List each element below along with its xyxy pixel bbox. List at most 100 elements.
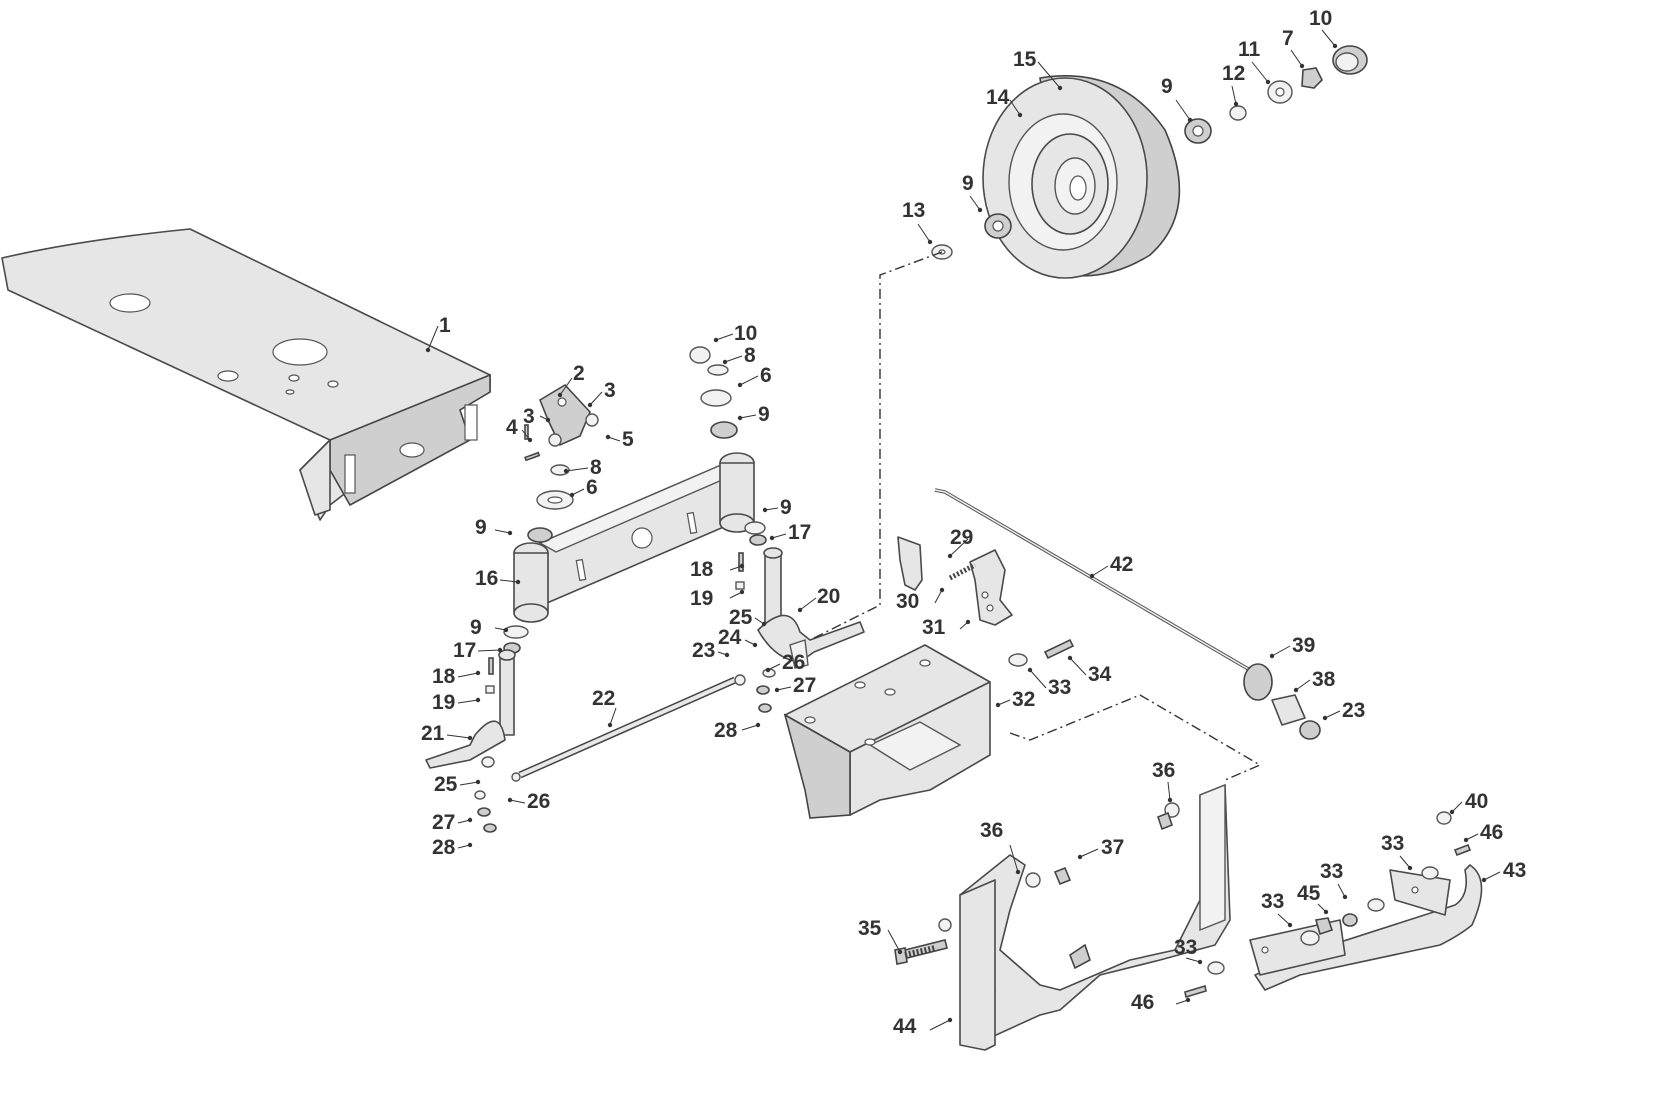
leader-line — [767, 663, 781, 671]
callout-22: 22 — [592, 687, 615, 710]
callout-33: 33 — [1320, 860, 1343, 883]
leader-dot — [739, 563, 745, 569]
leader-dot — [467, 735, 473, 741]
callout-33: 33 — [1381, 832, 1404, 855]
leader-line — [1069, 657, 1087, 676]
callout-25: 25 — [729, 606, 753, 629]
leader-dot — [965, 619, 971, 625]
mounting-plate-part — [783, 638, 1075, 819]
leader-dot — [1089, 573, 1095, 579]
leader-dot — [1017, 112, 1023, 118]
wheel-hardware — [931, 45, 1368, 260]
callout-32: 32 — [1012, 688, 1035, 711]
callout-35: 35 — [858, 917, 882, 940]
leader-dot — [977, 207, 983, 213]
callout-21: 21 — [421, 722, 445, 745]
leader-line — [1271, 645, 1291, 657]
callout-18: 18 — [690, 558, 714, 581]
callout-31: 31 — [922, 616, 946, 639]
leader-dot — [507, 797, 513, 803]
leader-dot — [1463, 837, 1469, 843]
callout-9: 9 — [470, 616, 482, 639]
callout-15: 15 — [1013, 48, 1037, 71]
leader-dot — [1015, 869, 1021, 875]
leader-line — [1029, 669, 1047, 689]
callout-40: 40 — [1465, 790, 1488, 813]
callout-8: 8 — [590, 456, 602, 479]
leader-dot — [425, 347, 431, 353]
callout-7: 7 — [1282, 27, 1294, 50]
leader-dot — [897, 949, 903, 955]
callout-17: 17 — [453, 639, 476, 662]
leader-line — [427, 325, 439, 351]
leader-dot — [755, 722, 761, 728]
leader-line — [799, 597, 817, 611]
leader-dot — [724, 652, 730, 658]
leader-dot — [1185, 997, 1191, 1003]
leader-dot — [605, 434, 611, 440]
callout-28: 28 — [714, 719, 738, 742]
leader-dot — [939, 587, 945, 593]
leader-line — [1277, 913, 1291, 926]
leader-dot — [995, 702, 1001, 708]
callout-9: 9 — [475, 516, 487, 539]
leader-dot — [1287, 922, 1293, 928]
callout-9: 9 — [1161, 75, 1173, 98]
leader-line — [1465, 833, 1479, 841]
leader-dot — [1481, 877, 1487, 883]
callout-38: 38 — [1312, 668, 1336, 691]
leader-line — [1037, 61, 1061, 89]
callout-46: 46 — [1131, 991, 1154, 1014]
callout-44: 44 — [893, 1015, 917, 1038]
callout-34: 34 — [1088, 663, 1112, 686]
leader-line — [887, 929, 901, 953]
leader-dot — [1057, 85, 1063, 91]
assembly-lines — [809, 251, 1262, 781]
leader-dot — [765, 667, 771, 673]
leader-dot — [713, 337, 719, 343]
left-spindle-part — [425, 649, 516, 769]
leader-dot — [797, 607, 803, 613]
callout-28: 28 — [432, 836, 456, 859]
callout-12: 12 — [1222, 62, 1245, 85]
leader-dot — [1197, 959, 1203, 965]
callout-10: 10 — [1309, 7, 1332, 30]
leader-dot — [1293, 687, 1299, 693]
leader-line — [1290, 49, 1303, 67]
leader-line — [1185, 957, 1201, 963]
leader-dot — [947, 553, 953, 559]
callout-9: 9 — [962, 172, 974, 195]
callout-36: 36 — [1152, 759, 1175, 782]
callout-9: 9 — [758, 403, 770, 426]
callout-33: 33 — [1048, 676, 1071, 699]
callout-10: 10 — [734, 322, 757, 345]
callout-24: 24 — [718, 626, 742, 649]
leader-dot — [737, 415, 743, 421]
callout-26: 26 — [527, 790, 550, 813]
callout-19: 19 — [432, 691, 455, 714]
leader-dot — [515, 579, 521, 585]
callout-19: 19 — [690, 587, 713, 610]
leader-dot — [752, 642, 758, 648]
leader-line — [1091, 565, 1109, 577]
callout-27: 27 — [432, 811, 455, 834]
callout-37: 37 — [1101, 836, 1124, 859]
leader-dot — [1299, 63, 1305, 69]
leader-line — [776, 686, 792, 691]
leader-line — [1451, 801, 1463, 813]
leader-dot — [1167, 797, 1173, 803]
leader-dot — [587, 402, 593, 408]
leader-line — [741, 724, 759, 731]
leader-line — [934, 589, 943, 604]
leader-dot — [1265, 79, 1271, 85]
leader-line — [739, 375, 759, 386]
callout-16: 16 — [475, 567, 498, 590]
leader-dot — [1187, 117, 1193, 123]
leader-dot — [761, 621, 767, 627]
callout-3: 3 — [523, 405, 535, 428]
leader-line — [1167, 781, 1171, 801]
callout-4: 4 — [506, 416, 518, 439]
callout-17: 17 — [788, 521, 811, 544]
leader-line — [1483, 871, 1501, 881]
